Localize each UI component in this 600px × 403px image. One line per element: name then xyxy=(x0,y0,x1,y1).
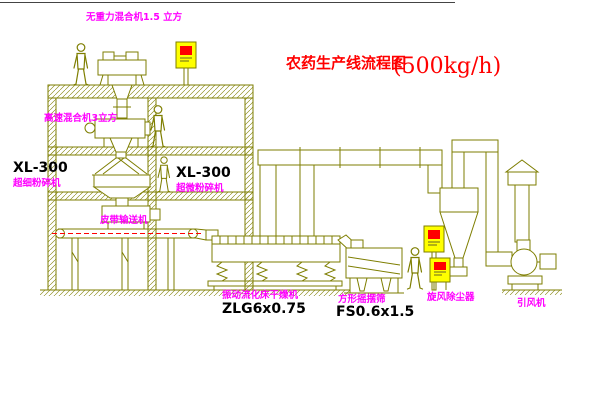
top-mixer xyxy=(97,51,147,119)
spring xyxy=(323,261,337,282)
control-cabinet-top xyxy=(175,41,197,86)
indicator-panel xyxy=(428,230,440,239)
fan-and-stack xyxy=(485,159,562,295)
spring xyxy=(215,261,229,282)
fan-motor xyxy=(539,253,557,270)
control-cabinet-right-lower xyxy=(429,257,451,290)
feed-bin xyxy=(92,174,152,199)
indicator-panel xyxy=(434,262,446,270)
high-speed-mixer xyxy=(84,118,151,176)
label-cyclone-name: 旋风除尘器 xyxy=(426,291,475,303)
spring xyxy=(295,261,309,282)
building-structure xyxy=(40,84,350,296)
label-mill-left-name: 超细粉碎机 xyxy=(12,177,61,189)
label-sieve-model: FS0.6x1.5 xyxy=(336,304,414,320)
label-dryer-name: 振动流化床干燥机 xyxy=(222,289,299,301)
swing-sieve xyxy=(337,234,404,294)
indicator-panel xyxy=(180,46,192,55)
label-dryer-model: ZLG6x0.75 xyxy=(222,301,306,317)
fluid-bed-dryer xyxy=(207,235,343,290)
exhaust-duct xyxy=(257,147,443,237)
label-belt-conveyor: 皮带输送机 xyxy=(99,214,148,226)
spring xyxy=(255,261,269,282)
mill xyxy=(101,197,161,229)
person-figure xyxy=(72,43,90,86)
cyclone xyxy=(439,187,479,277)
ground-hatch xyxy=(40,290,350,296)
label-mill-left-model: XL-300 xyxy=(13,160,68,176)
label-fan-name: 引风机 xyxy=(517,297,546,309)
person-figure xyxy=(406,247,424,290)
drawing-title: 农药生产线流程图 xyxy=(285,54,406,72)
label-mid-mixer: 高速混合机3立方 xyxy=(44,112,118,124)
label-top-mixer: 无重力混合机1.5 立方 xyxy=(85,11,183,23)
label-mill-right-name: 超微粉碎机 xyxy=(175,182,224,194)
label-sieve-name: 方形摇摆筛 xyxy=(338,293,386,305)
drawing-title-capacity: (500kg/h) xyxy=(393,54,501,79)
cyclone-exhaust-pipe xyxy=(451,139,499,253)
ground-hatch xyxy=(502,290,562,295)
label-mill-right-model: XL-300 xyxy=(176,165,231,181)
belt-conveyor xyxy=(52,228,219,290)
person-figure xyxy=(157,156,171,193)
